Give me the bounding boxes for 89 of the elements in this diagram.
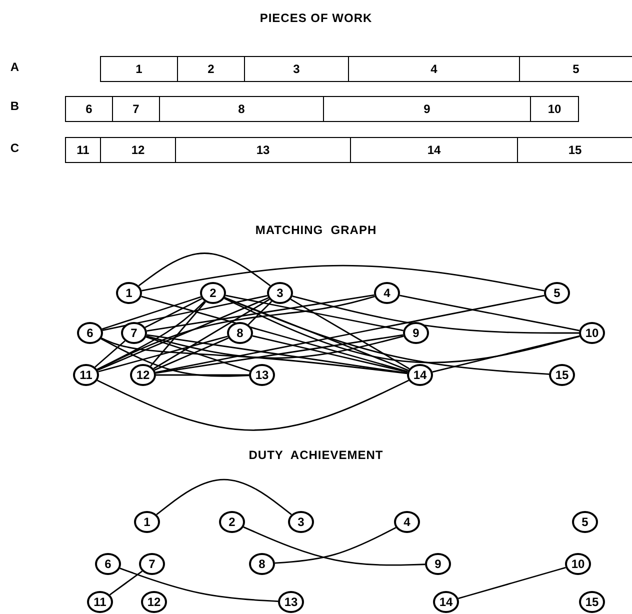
work-piece-cell: 12: [100, 137, 176, 163]
numbered-circle: 3: [267, 282, 293, 304]
connecting-line: [274, 527, 396, 564]
numbered-circle: 14: [433, 591, 459, 613]
numbered-circle: 15: [579, 591, 605, 613]
connecting-line: [224, 297, 550, 375]
row-label: B: [10, 99, 20, 113]
connecting-line: [224, 297, 408, 371]
connecting-line: [120, 568, 278, 602]
numbered-circle: 4: [394, 511, 420, 533]
connecting-line: [101, 338, 408, 374]
connecting-line: [96, 300, 206, 370]
connecting-line: [156, 374, 249, 376]
connecting-line: [109, 570, 143, 596]
numbered-circle: 9: [403, 322, 429, 344]
connecting-line: [458, 566, 566, 600]
connecting-line: [252, 335, 408, 373]
connecting-line: [146, 336, 250, 372]
work-piece-cell: 6: [65, 96, 113, 122]
numbered-circle: 6: [95, 553, 121, 575]
work-piece-cell: 13: [175, 137, 351, 163]
numbered-circle: 12: [141, 591, 167, 613]
connecting-line: [243, 526, 426, 566]
work-piece-cell: 8: [159, 96, 324, 122]
numbered-circle: 14: [407, 364, 433, 386]
connecting-line: [146, 294, 374, 332]
work-piece-cell: 4: [348, 56, 520, 82]
connecting-line: [97, 297, 269, 371]
numbered-circle: 7: [121, 322, 147, 344]
row-label: C: [10, 141, 20, 155]
work-piece-cell: 14: [350, 137, 518, 163]
numbered-circle: 8: [227, 322, 253, 344]
numbered-circle: 8: [249, 553, 275, 575]
connecting-line: [154, 337, 229, 371]
connecting-line: [144, 298, 202, 328]
connecting-line: [102, 294, 268, 332]
numbered-circle: 10: [579, 322, 605, 344]
work-piece-cell: 11: [65, 137, 101, 163]
numbered-circle: 9: [425, 553, 451, 575]
work-piece-cell: 1: [100, 56, 178, 82]
numbered-circle: 10: [565, 553, 591, 575]
work-piece-cell: 10: [530, 96, 579, 122]
numbered-circle: 11: [73, 364, 99, 386]
numbered-circle: 11: [87, 591, 113, 613]
numbered-circle: 1: [116, 282, 142, 304]
connecting-line: [94, 340, 126, 368]
numbered-circle: 5: [544, 282, 570, 304]
numbered-circle: 6: [77, 322, 103, 344]
work-piece-cell: 7: [112, 96, 160, 122]
connecting-line: [97, 380, 409, 431]
connecting-line: [102, 296, 202, 330]
connecting-line: [248, 300, 272, 326]
connecting-line: [141, 296, 408, 372]
numbered-circle: 13: [249, 364, 275, 386]
numbered-circle: 12: [130, 364, 156, 386]
numbered-circle: 3: [288, 511, 314, 533]
connecting-line: [156, 478, 292, 516]
connecting-line: [292, 296, 579, 334]
work-piece-cell: 9: [323, 96, 531, 122]
section-heading: DUTY ACHIEVEMENT: [248, 448, 384, 462]
connecting-line: [290, 298, 410, 370]
work-piece-cell: 3: [244, 56, 349, 82]
numbered-circle: 7: [139, 553, 165, 575]
connecting-line: [156, 294, 544, 374]
work-piece-cell: 15: [517, 137, 632, 163]
connecting-line: [432, 335, 580, 373]
numbered-circle: 1: [134, 511, 160, 533]
section-heading: MATCHING GRAPH: [255, 223, 377, 237]
numbered-circle: 13: [278, 591, 304, 613]
section-heading: PIECES OF WORK: [260, 11, 372, 25]
connecting-line: [146, 336, 404, 359]
connecting-line: [224, 298, 580, 364]
numbered-circle: 4: [374, 282, 400, 304]
connecting-line: [142, 264, 544, 292]
connecting-line: [138, 252, 271, 286]
connecting-line: [97, 296, 375, 370]
connecting-line: [98, 336, 228, 372]
connecting-line: [400, 294, 580, 332]
row-label: A: [10, 60, 20, 74]
numbered-circle: 2: [219, 511, 245, 533]
work-piece-cell: 5: [519, 56, 632, 82]
connecting-line: [150, 301, 206, 367]
numbered-circle: 15: [549, 364, 575, 386]
numbered-circle: 5: [572, 511, 598, 533]
numbered-circle: 2: [200, 282, 226, 304]
connecting-line: [226, 294, 404, 332]
work-piece-cell: 2: [177, 56, 245, 82]
connecting-line: [153, 298, 270, 370]
connecting-line: [100, 338, 250, 377]
